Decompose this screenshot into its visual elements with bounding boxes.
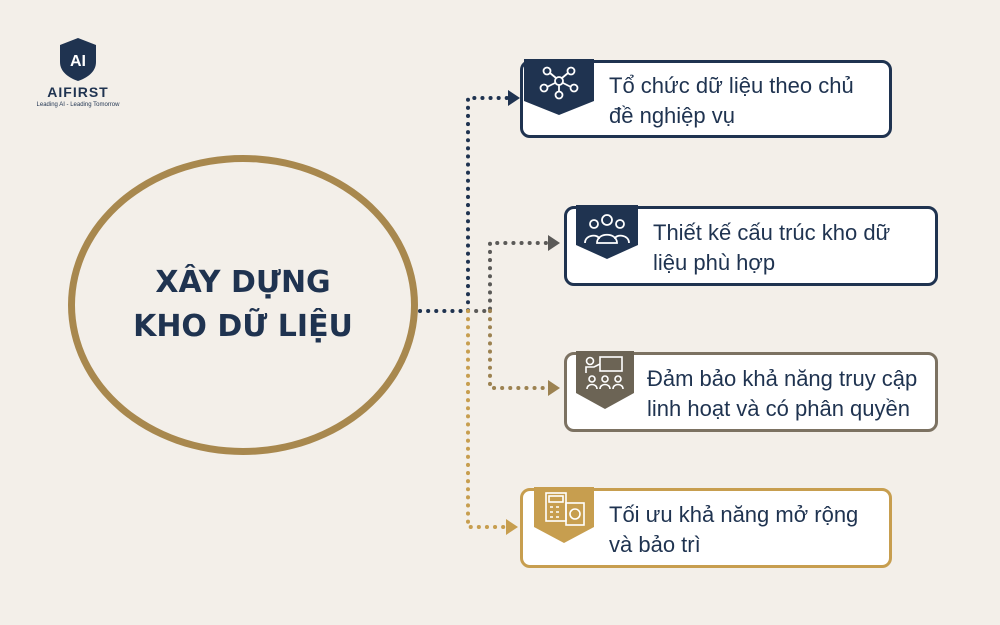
connector-1 (418, 96, 510, 313)
item-3-line1: Đảm bảo khả năng truy cập (647, 366, 918, 391)
people-network-icon (524, 59, 594, 115)
logo-mark: AI (70, 53, 86, 70)
brand-logo: AI AIFIRST Leading AI - Leading Tomorrow (28, 36, 128, 108)
center-title: XÂY DỰNG KHO DỮ LIỆU (128, 261, 358, 349)
brand-tagline: Leading AI - Leading Tomorrow (36, 102, 120, 108)
item-3-line2: linh hoạt và có phân quyền (647, 396, 910, 421)
calculator-money-icon (534, 487, 594, 543)
item-4-line1: Tối ưu khả năng mở rộng (609, 502, 859, 527)
shield-logo-icon: AI (60, 38, 96, 81)
item-1-line2: đề nghiệp vụ (609, 103, 735, 128)
item-3-text: Đảm bảo khả năng truy cập linh hoạt và c… (647, 364, 917, 424)
connector-3 (488, 309, 550, 390)
arrowhead-4 (506, 519, 518, 535)
presentation-icon (576, 351, 634, 409)
arrowhead-1 (508, 90, 520, 106)
item-2-line2: liệu phù hợp (653, 250, 776, 275)
center-circle: XÂY DỰNG KHO DỮ LIỆU (68, 155, 418, 455)
connector-4 (466, 309, 508, 529)
brand-name: AIFIRST (47, 84, 109, 100)
connector-2 (466, 241, 550, 313)
center-title-line1: XÂY DỰNG (155, 265, 331, 300)
arrowhead-2 (548, 235, 560, 251)
item-1-text: Tổ chức dữ liệu theo chủ đề nghiệp vụ (609, 71, 854, 131)
item-4-text: Tối ưu khả năng mở rộng và bảo trì (609, 500, 858, 560)
center-title-line2: KHO DỮ LIỆU (133, 309, 353, 344)
item-2-line1: Thiết kế cấu trúc kho dữ (653, 220, 891, 245)
item-1-line1: Tổ chức dữ liệu theo chủ (609, 73, 854, 98)
arrowhead-3 (548, 380, 560, 396)
item-2-text: Thiết kế cấu trúc kho dữ liệu phù hợp (653, 218, 890, 278)
item-4-line2: và bảo trì (609, 532, 701, 557)
team-icon (576, 205, 638, 259)
